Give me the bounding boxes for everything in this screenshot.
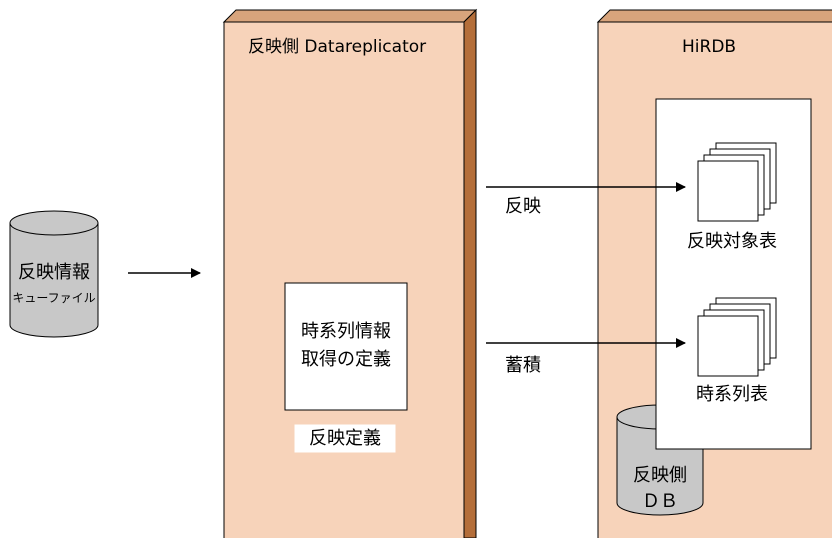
replicator-panel-side (463, 8, 477, 538)
definition-caption-box (294, 424, 396, 453)
replicator-panel-top (222, 9, 478, 23)
replicator-panel (222, 8, 478, 538)
definition-label-line1: 時系列情報 (301, 321, 391, 342)
queue-file-label-line2: キューファイル (12, 291, 96, 305)
hirdb-title: HiRDB (682, 37, 737, 57)
hirdb-panel-top (596, 9, 832, 23)
queue-file-label-line1: 反映情報 (18, 262, 90, 283)
replicator-title: 反映側 Datareplicator (248, 37, 427, 57)
definition-caption: 反映定義 (309, 428, 381, 449)
timeseries-table-icon (697, 297, 777, 377)
arrow-reflect-label: 反映 (505, 196, 541, 217)
target-table-icon (697, 142, 777, 222)
db-label-line2: ＤＢ (642, 491, 678, 512)
timeseries-table-label: 時系列表 (696, 384, 768, 405)
db-label-line1: 反映側 (633, 465, 687, 486)
definition-box (284, 282, 408, 411)
replicator-panel-front (223, 21, 465, 538)
definition-label-line2: 取得の定義 (301, 349, 391, 370)
arrow-accumulate-label: 蓄積 (505, 355, 541, 376)
queue-file-cylinder (9, 210, 99, 338)
target-table-label: 反映対象表 (687, 231, 777, 252)
